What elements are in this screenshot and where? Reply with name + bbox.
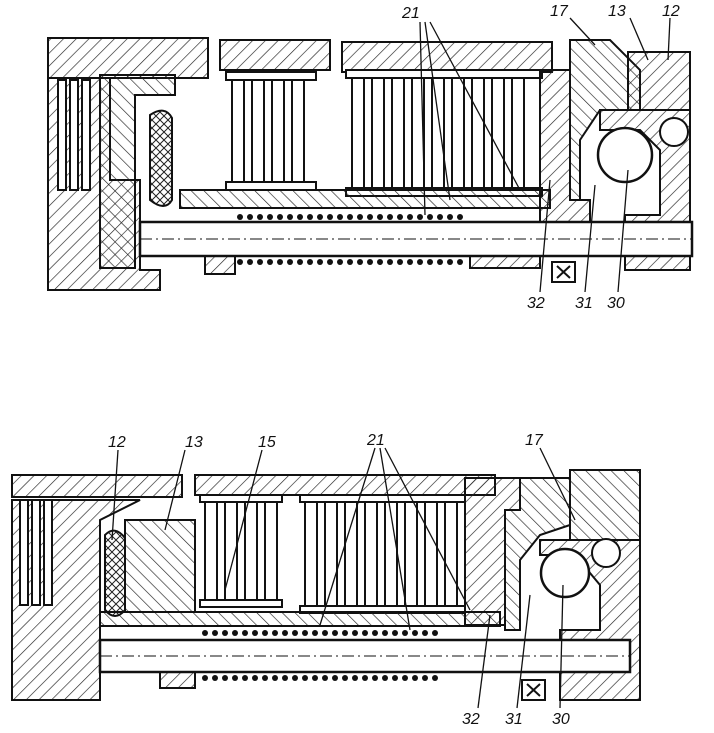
housing-top-wall-right <box>341 41 553 73</box>
inner-carrier <box>179 189 551 209</box>
top-label-30: 30 <box>607 295 625 312</box>
bolt-head <box>551 261 576 283</box>
bottom-label-13: 13 <box>185 434 203 451</box>
seal-ring <box>149 109 173 207</box>
bottom-label-21: 21 <box>366 432 385 449</box>
bottom-label-15: 15 <box>258 434 276 451</box>
top-label-31: 31 <box>575 295 593 312</box>
shaft-collar-left <box>204 255 236 275</box>
small-ball <box>659 117 689 147</box>
spring-coils-lower <box>237 259 463 265</box>
middle-disc-pack <box>225 71 317 191</box>
shaft-collar-b <box>159 671 196 689</box>
spring-coils-upper-b <box>202 630 438 636</box>
bottom-label-17: 17 <box>525 432 544 449</box>
left-disc-pack <box>57 79 91 191</box>
bottom-label-32: 32 <box>462 711 480 728</box>
piston-13 <box>124 519 196 613</box>
top-section-view: 21 17 13 12 32 31 30 <box>47 3 694 312</box>
seal-ring-b <box>104 529 126 617</box>
shaft-collar-right <box>469 255 541 269</box>
housing-top-wall <box>47 37 209 79</box>
bottom-label-12: 12 <box>108 434 126 451</box>
left-flange <box>99 74 176 269</box>
spring-coils-upper <box>237 214 463 220</box>
steel-ball <box>596 126 654 184</box>
top-label-13: 13 <box>608 3 626 20</box>
top-label-32: 32 <box>527 295 545 312</box>
disc-pack-15 <box>199 494 283 608</box>
seal-13-block <box>627 51 691 111</box>
bottom-label-30: 30 <box>552 711 570 728</box>
small-ball-b <box>591 538 621 568</box>
friction-disc-pack <box>345 69 543 197</box>
seal-block-b <box>569 469 641 541</box>
housing-top-wall-mid <box>219 39 331 71</box>
housing-top-wall-b <box>11 474 183 498</box>
bottom-label-31: 31 <box>505 711 523 728</box>
bolt-head-b <box>521 679 546 701</box>
inner-carrier-b <box>99 611 501 627</box>
steel-ball-b <box>539 547 591 599</box>
top-label-12: 12 <box>662 3 680 20</box>
spring-coils-lower-b <box>202 675 438 681</box>
top-label-21: 21 <box>401 5 420 22</box>
housing-top-wall-b2 <box>194 474 496 496</box>
bottom-leader-lines <box>111 447 576 709</box>
top-leader-lines <box>419 17 671 293</box>
left-disc-pack-b <box>19 499 53 606</box>
top-label-17: 17 <box>550 3 569 20</box>
bottom-section-view: 12 13 15 21 17 32 31 30 <box>11 432 641 728</box>
